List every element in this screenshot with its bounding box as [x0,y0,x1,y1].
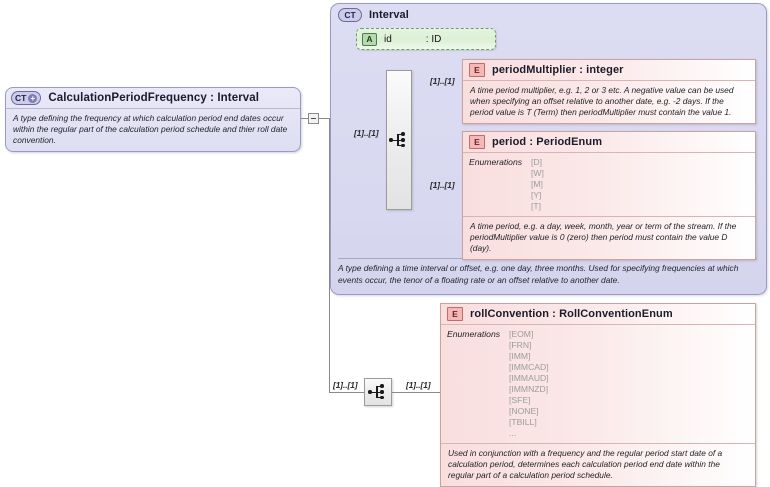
sequence-icon [368,384,388,400]
attribute-id-name: id [384,33,392,45]
enumeration-value: [Y] [531,190,542,200]
period-title: period : PeriodEnum [492,136,603,148]
enumeration-value: [TBILL] [509,417,537,427]
enumeration-value: [SFE] [509,395,531,405]
enumerations-label: Enumerations [447,329,501,339]
cardinality-seq-to-periodmultiplier: [1]..[1] [430,77,455,86]
root-title: CalculationPeriodFrequency : Interval [48,92,260,104]
element-icon: E [469,135,485,149]
root-header: CT+ CalculationPeriodFrequency : Interva… [6,88,300,108]
collapse-minus-icon[interactable] [308,113,319,124]
period-enumerations: Enumerations [D][W][M][Y][T] [463,153,755,217]
enumerations-label: Enumerations [469,157,523,167]
connector-branch-rollseq [329,392,364,393]
cardinality-seq-to-period: [1]..[1] [430,181,455,190]
sequence-compositor-root[interactable] [364,378,392,406]
enumeration-value: [M] [531,179,543,189]
element-periodmultiplier[interactable]: E periodMultiplier : integer A time peri… [462,59,756,125]
period-description: A time period, e.g. a day, week, month, … [470,221,737,254]
element-period[interactable]: E period : PeriodEnum Enumerations [D][W… [462,131,756,261]
interval-title: Interval [369,9,409,21]
cardinality-rollseq-to-rollconvention: [1]..[1] [406,381,431,390]
enumeration-value: ... [509,428,517,438]
sequence-compositor-interval[interactable] [386,70,412,210]
enumeration-value: [W] [531,168,544,178]
complextype-expandable-icon[interactable]: CT+ [11,91,42,105]
expand-plus-icon[interactable]: + [28,93,38,103]
connector-rollseq-to-rollconvention [392,392,440,393]
interval-description: A type defining a time interval or offse… [338,258,757,286]
enumeration-value: [IMMAUD] [509,373,549,383]
attribute-icon: A [362,32,377,46]
attribute-id[interactable]: A id : ID [356,28,496,50]
rollconvention-enumerations: Enumerations [EOM][FRN][IMM][IMMCAD][IMM… [441,325,755,444]
rollconvention-title: rollConvention : RollConventionEnum [470,308,673,320]
complextype-calculationperiodfrequency[interactable]: CT+ CalculationPeriodFrequency : Interva… [5,87,301,153]
enumeration-value: [IMMNZD] [509,384,549,394]
element-rollconvention[interactable]: E rollConvention : RollConventionEnum En… [440,303,756,487]
interval-header: CT Interval [331,4,766,25]
enumeration-value: [IMM] [509,351,531,361]
rollconvention-enumeration-values: [EOM][FRN][IMM][IMMCAD][IMMAUD][IMMNZD][… [509,329,549,439]
periodmultiplier-description: A time period multiplier, e.g. 1, 2 or 3… [470,85,734,118]
connector-collapse-out [319,118,329,119]
complextype-icon: CT [338,8,362,22]
enumeration-value: [NONE] [509,406,539,416]
connector-root-stub [301,118,308,119]
enumeration-value: [T] [531,201,542,211]
period-enumeration-values: [D][W][M][Y][T] [531,157,544,212]
period-header: E period : PeriodEnum [463,132,755,153]
periodmultiplier-header: E periodMultiplier : integer [463,60,755,81]
sequence-icon [389,132,409,148]
enumeration-value: [D] [531,157,542,167]
rollconvention-description: Used in conjunction with a frequency and… [448,448,723,481]
enumeration-value: [EOM] [509,329,534,339]
cardinality-root-to-interval: [1]..[1] [354,129,379,138]
connector-trunk [329,118,330,392]
enumeration-value: [IMMCAD] [509,362,549,372]
element-icon: E [447,307,463,321]
rollconvention-header: E rollConvention : RollConventionEnum [441,304,755,325]
cardinality-root-to-rollseq: [1]..[1] [333,381,358,390]
element-icon: E [469,63,485,77]
periodmultiplier-title: periodMultiplier : integer [492,64,624,76]
enumeration-value: [FRN] [509,340,532,350]
root-description: A type defining the frequency at which c… [6,108,300,151]
attribute-id-type: : ID [425,33,442,45]
